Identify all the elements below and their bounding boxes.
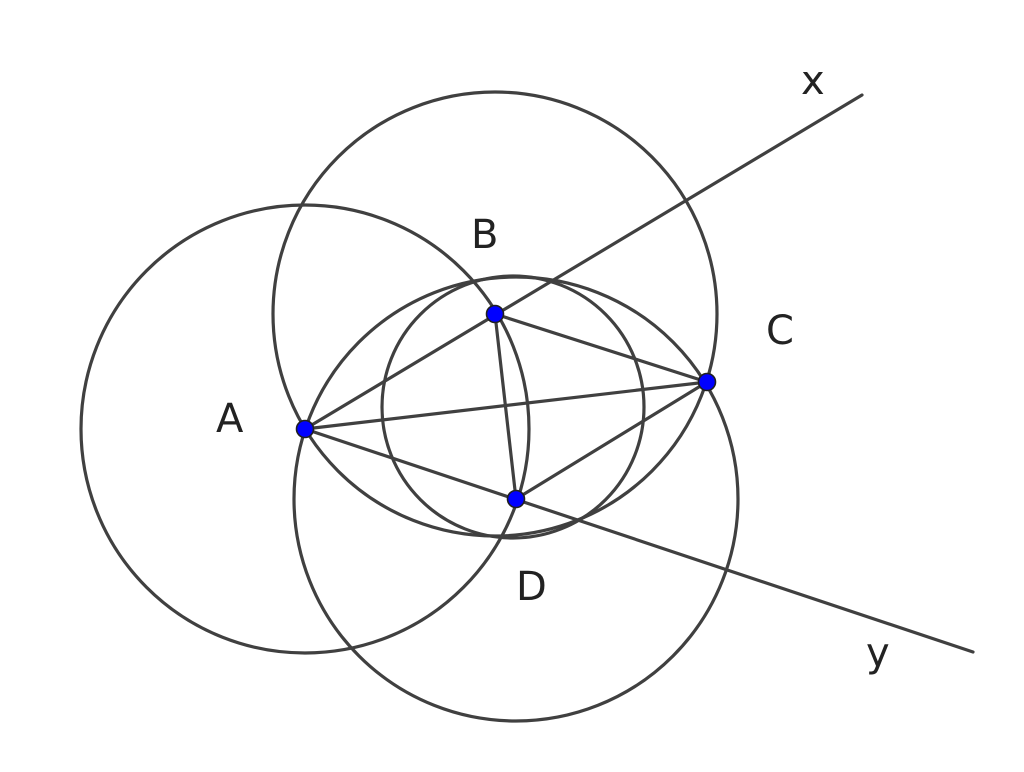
point-C[interactable] (697, 372, 717, 392)
segment-CD (514, 380, 709, 501)
circle-centered-A (79, 203, 531, 655)
segment-BD (493, 312, 518, 501)
point-D[interactable] (506, 489, 526, 509)
segment-BC (493, 312, 709, 384)
label-y: y (866, 630, 890, 676)
circle-through-ABCD (380, 274, 646, 540)
label-C: C (766, 308, 794, 354)
ray-y-line (303, 427, 975, 654)
point-A[interactable] (295, 419, 315, 439)
label-B: B (471, 212, 498, 258)
label-x: x (801, 58, 825, 104)
label-D: D (516, 564, 547, 610)
ray-x-line (303, 93, 864, 431)
label-A: A (216, 396, 244, 442)
point-B[interactable] (485, 304, 505, 324)
